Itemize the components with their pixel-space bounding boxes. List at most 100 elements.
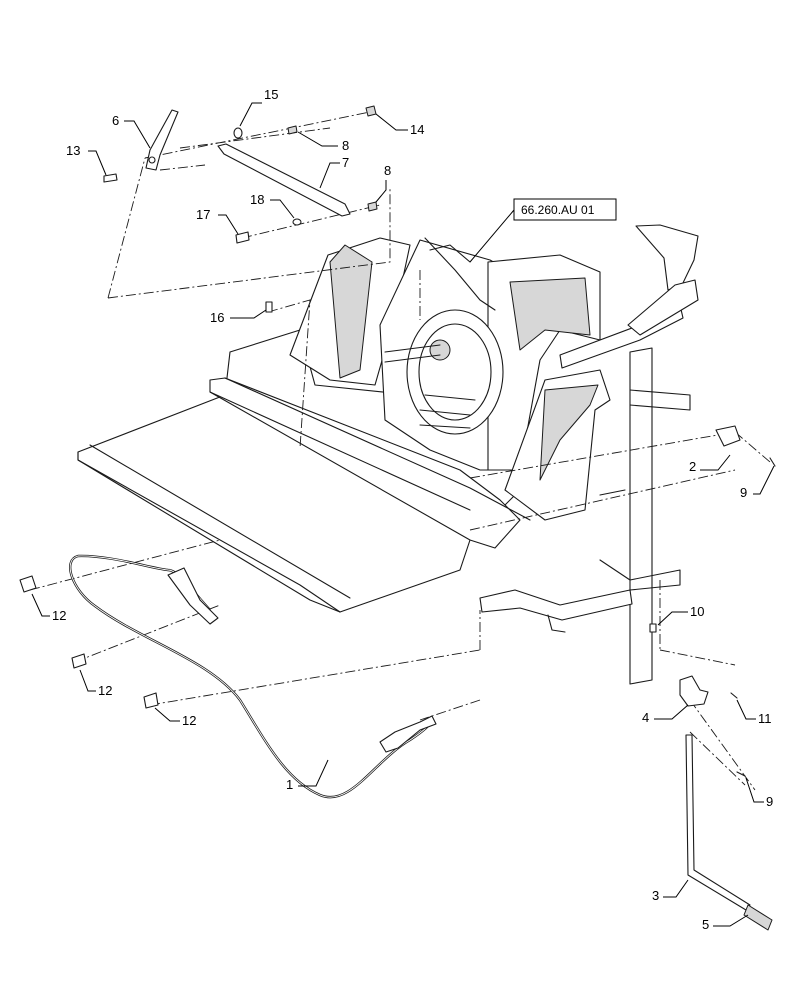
top-right-bracket xyxy=(635,224,699,291)
svg-text:5: 5 xyxy=(702,917,709,932)
callout-14: 14 xyxy=(375,113,424,137)
callout-labels: 1 2 3 4 5 6 7 8 xyxy=(31,87,775,932)
callout-15: 15 xyxy=(239,87,278,127)
header-frame-assembly xyxy=(77,224,699,685)
floor-pan-crossbar-edge xyxy=(209,377,531,521)
right-chute-shade xyxy=(509,277,591,351)
cable-sheath-inner xyxy=(69,555,433,798)
callout-9a: 9 xyxy=(740,465,775,500)
callout-6: 6 xyxy=(112,113,151,149)
callout-18: 18 xyxy=(250,192,295,219)
svg-text:14: 14 xyxy=(410,122,424,137)
callout-12c: 12 xyxy=(154,707,196,728)
part-3-handle xyxy=(685,734,751,911)
part-1-cable xyxy=(68,554,437,799)
part-8-pin-upper xyxy=(287,125,298,135)
callout-1: 1 xyxy=(286,759,329,792)
reference-box[interactable]: 66.260.AU 01 xyxy=(469,198,617,263)
svg-text:9: 9 xyxy=(740,485,747,500)
part-18-washer xyxy=(292,218,302,226)
reference-box-label: 66.260.AU 01 xyxy=(521,203,595,217)
left-rear-panel-fold xyxy=(329,244,373,379)
svg-text:13: 13 xyxy=(66,143,80,158)
svg-text:16: 16 xyxy=(210,310,224,325)
gearbox-output-shaft xyxy=(384,344,441,363)
part-14-nut xyxy=(365,105,377,117)
gearbox-flange xyxy=(418,323,492,421)
part-12-clip-c xyxy=(143,692,159,709)
reference-box-leader xyxy=(469,209,515,263)
right-upright-post xyxy=(629,347,653,685)
part-17-bolt xyxy=(235,231,250,244)
svg-text:8: 8 xyxy=(342,138,349,153)
callout-12b: 12 xyxy=(79,669,112,698)
callout-13: 13 xyxy=(66,143,107,176)
callout-3: 3 xyxy=(652,879,689,903)
svg-text:4: 4 xyxy=(642,710,649,725)
callout-12a: 12 xyxy=(31,593,66,623)
loose-parts xyxy=(19,105,776,931)
part-6-lever xyxy=(145,109,179,171)
part-9-pin-lower xyxy=(736,771,746,777)
part-7-link-rod xyxy=(217,143,351,217)
part-13-bolt xyxy=(103,173,118,183)
svg-text:10: 10 xyxy=(690,604,704,619)
callout-8b: 8 xyxy=(375,163,391,203)
part-11-pin xyxy=(730,692,738,699)
part-4-bracket xyxy=(679,675,709,707)
svg-text:15: 15 xyxy=(264,87,278,102)
cable-end-fitting-lower xyxy=(379,715,437,753)
svg-text:6: 6 xyxy=(112,113,119,128)
svg-text:1: 1 xyxy=(286,777,293,792)
svg-text:18: 18 xyxy=(250,192,264,207)
callout-17: 17 xyxy=(196,207,239,235)
callout-9b: 9 xyxy=(745,777,773,809)
svg-text:2: 2 xyxy=(689,459,696,474)
lower-arm-bracket xyxy=(547,614,566,633)
phantom-mid xyxy=(267,270,421,449)
svg-text:11: 11 xyxy=(758,711,772,726)
svg-text:3: 3 xyxy=(652,888,659,903)
lower-crossarm xyxy=(479,589,633,621)
callout-10: 10 xyxy=(657,604,704,626)
svg-text:12: 12 xyxy=(182,713,196,728)
part-16-bolt xyxy=(265,301,273,313)
callout-11: 11 xyxy=(736,699,772,726)
part-12-clip-a xyxy=(19,575,37,593)
right-deflector-shade xyxy=(539,384,599,481)
cable-end-fitting-upper xyxy=(167,567,219,625)
part-6-lever-hole xyxy=(148,156,156,164)
callout-8a: 8 xyxy=(297,131,349,153)
svg-text:8: 8 xyxy=(384,163,391,178)
part-15-bushing xyxy=(233,127,243,139)
center-linkage xyxy=(424,237,496,311)
gearbox-shaft xyxy=(429,339,451,361)
reference-box-frame xyxy=(513,198,617,221)
floor-pan-front-lip xyxy=(77,444,351,613)
upright-brackets xyxy=(599,389,691,591)
part-10-bolt xyxy=(649,623,657,633)
part-5-grip xyxy=(743,904,773,931)
callout-4: 4 xyxy=(642,704,689,725)
floor-pan-crossbar xyxy=(209,377,521,549)
svg-text:12: 12 xyxy=(98,683,112,698)
part-9-pin-upper xyxy=(769,457,776,467)
top-right-arm xyxy=(627,279,699,336)
part-8-pin-lower xyxy=(367,201,378,212)
part-2-plate xyxy=(715,425,741,447)
phantom-lower-left xyxy=(29,539,481,721)
gearbox-housing xyxy=(406,309,504,435)
phantom-right xyxy=(469,431,771,791)
callout-2: 2 xyxy=(689,454,731,474)
svg-text:7: 7 xyxy=(342,155,349,170)
callout-16: 16 xyxy=(210,309,267,325)
svg-text:9: 9 xyxy=(766,794,773,809)
svg-text:12: 12 xyxy=(52,608,66,623)
part-12-clip-b xyxy=(71,653,87,669)
gearbox-ribs xyxy=(419,394,476,429)
phantom-upper-box xyxy=(107,111,391,299)
phantom-lines xyxy=(29,111,771,791)
callout-5: 5 xyxy=(702,914,749,932)
callout-7: 7 xyxy=(319,155,349,189)
